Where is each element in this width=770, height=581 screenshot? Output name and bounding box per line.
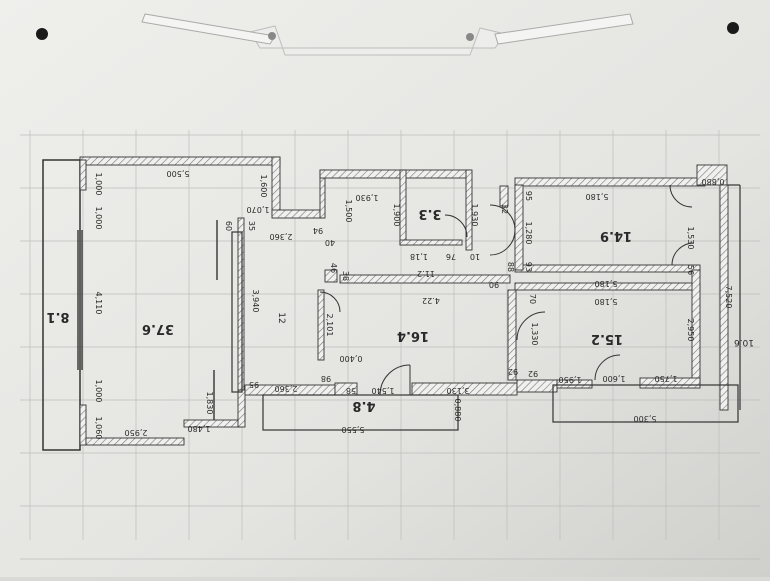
area-balcony-left: 8.1 [46,309,69,324]
dim-label: 92 [508,367,518,376]
dim-label: 3,130 [447,386,470,395]
dim-label: 1,530 [686,227,695,250]
dim-label: 0,880 [702,177,725,186]
dim-label: 5,180 [595,297,618,306]
dim-label: 1,600 [259,175,268,198]
dim-label: 98 [321,374,331,383]
dim-label: 1,830 [205,392,214,415]
dim-label: 90 [489,280,499,289]
dim-label: 7,520 [724,286,733,309]
dim-label: 1,000 [94,380,103,403]
area-living: 37.6 [142,321,174,336]
dim-label: 1,280 [524,222,533,245]
dim-label: 1,18 [410,252,428,261]
window-lines [77,220,218,420]
dim-label: 5,550 [342,425,365,434]
dim-label: 1,900 [392,204,401,227]
dim-label: 40 [325,238,335,247]
dim-label: 5,300 [634,414,657,423]
dim-label: 2,950 [686,319,695,342]
dim-label: 5,180 [595,279,618,288]
area-hall: 12 [276,312,286,323]
dim-label: 32 [500,204,509,214]
dim-label: 92 [528,369,538,378]
area-bedroom-bottom: 15.2 [591,331,623,346]
dim-label: 60 [224,221,233,231]
dim-label: 1,000 [94,173,103,196]
dim-label: 1,930 [470,204,479,227]
dim-label: 4.22 [422,296,440,305]
dim-label: 2,360 [275,384,298,393]
dim-label: 5,500 [167,169,190,178]
dim-label: 1,330 [530,323,539,346]
dim-label: 46 [329,263,338,273]
dim-label: 1,480 [188,424,211,433]
dim-label: 1,540 [372,386,395,395]
room-area-labels: 37.6 8.1 12 16.4 3.3 14.9 15.2 4.8 10.6 [46,206,754,413]
dim-label: 58 [346,386,356,395]
dim-label: 2,360 [270,232,293,241]
dim-label: 0,400 [340,354,363,363]
paper-clip-icon [141,13,634,56]
outlines [231,184,741,431]
area-center: 16.4 [397,328,429,343]
dim-label: 4,110 [94,292,103,315]
dim-label: 0,880 [453,399,462,422]
area-small: 3.3 [418,206,441,221]
dim-label: 1,950 [559,375,582,384]
dim-label: 94 [313,226,323,235]
dim-label: 38 [341,271,350,281]
area-right-strip: 10.6 [734,337,754,347]
dim-label: 56 [686,265,695,275]
dim-label: 1,000 [94,207,103,230]
dim-label: 95 [249,380,259,389]
dim-label: 70 [528,294,537,304]
dim-label: 2,101 [325,314,334,337]
dim-label: 88 [506,262,515,272]
dim-label: 1,070 [247,205,270,214]
dim-label: 11.2 [417,269,435,278]
grid-lines [20,130,760,560]
dim-label: 1,600 [603,374,626,383]
dim-label: 5,180 [586,192,609,201]
door-swing-icon [319,184,695,396]
dim-label: 1,930 [356,193,379,202]
dimension-labels: 5,500 1,000 1,000 4,110 1,000 1,060 2,95… [94,169,733,439]
walls [79,156,729,446]
dim-label: 93 [524,262,533,272]
dim-label: 76 [446,252,456,261]
area-bedroom-top: 14.9 [600,228,632,243]
balcony-left-outline [42,159,81,451]
dim-label: 1,500 [344,200,353,223]
dim-label: 1,060 [94,417,103,440]
dim-label: 3,940 [251,290,260,313]
dim-label: 1,750 [655,374,678,383]
dim-label: 35 [247,221,256,231]
dim-label: 2,950 [125,428,148,437]
binder-hole-icon [727,22,739,34]
area-balcony-bottom: 4.8 [352,398,375,413]
dim-label: 95 [524,191,533,201]
dim-label: 10 [470,252,480,261]
binder-hole-icon [36,28,48,40]
